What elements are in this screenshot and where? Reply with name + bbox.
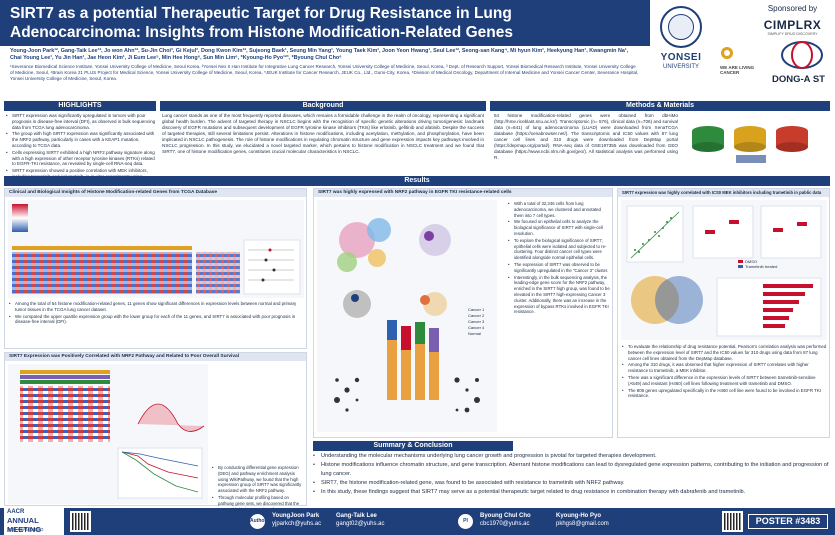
living-cancer-text: WE ARE LIVING CANCER [720, 65, 755, 75]
panel1-bullet: We compared the upper quartile expressio… [9, 314, 304, 326]
legend-swatch [738, 260, 743, 263]
cluster-label: Normal [468, 331, 481, 336]
methods-illustration [692, 126, 808, 163]
living-cancer-logo: WE ARE LIVING CANCER [720, 46, 760, 75]
author-email[interactable]: gangt02@yuhs.ac [336, 521, 385, 527]
sponsor-tagline: SIMPLIFY DRUG DISCOVERY [767, 32, 818, 36]
logo-area: YONSEI UNIVERSITY Sponsored by CIMPLRX S… [650, 0, 835, 95]
panel3-bullet: The expression of SIRT7 was observed to … [508, 262, 610, 274]
author-list: Young-Joon Park¹², Gang-Taik Lee¹², Jo w… [10, 48, 629, 61]
panel2-bullet: By conducting differential gene expressi… [212, 465, 304, 494]
panel4-bullet: There was a significant difference in th… [622, 375, 827, 387]
aacr-text: AACR [7, 509, 25, 515]
cluster-label: Cancer 3 [468, 319, 485, 324]
panel-title: SIRT7 expression was highly correlated w… [618, 189, 829, 197]
summary-section: Understanding the molecular mechanisms u… [313, 452, 829, 506]
panel4-bullets: To evaluate the relationship of drug res… [622, 344, 827, 400]
yonsei-seal-icon [660, 6, 702, 48]
summary-item: Histone modifications influence chromati… [313, 461, 829, 479]
pi-contact: Byoung Chul Cho cbc1970@yuhs.ac [480, 512, 531, 528]
author-email[interactable]: yjparkch@yuhs.ac [272, 521, 322, 527]
dong-a-logo-icon [781, 41, 823, 69]
results-panel-singlecell: SIRT7 was highly expressed with NRF2 pat… [313, 188, 613, 438]
poster-header: SIRT7 as a potential Therapeutic Target … [0, 0, 835, 95]
annual-meeting-text: ANNUAL MEETING [7, 516, 42, 534]
summary-item: In this study, these findings suggest th… [313, 488, 829, 497]
legend-trametinib: Trametinib treated [745, 264, 778, 269]
legend-swatch [738, 265, 743, 268]
results-panel-nrf2: SIRT7 Expression was Positively Correlat… [4, 352, 307, 535]
methods-text: 54 histone modification-related genes we… [494, 113, 678, 160]
singlecell-figure [317, 200, 497, 432]
summary-list: Understanding the molecular mechanisms u… [313, 452, 829, 497]
pi-name: Kyoung-Ho Pyo [556, 513, 601, 519]
panel1-bullet: Among the total of 54 histone modificati… [9, 301, 304, 313]
panel4-bullet: To evaluate the relationship of drug res… [622, 344, 827, 361]
title-band: SIRT7 as a potential Therapeutic Target … [0, 0, 650, 46]
university-subname: UNIVERSITY [662, 64, 699, 70]
panel3-bullet: With a total of 32,346 cells from lung a… [508, 201, 610, 218]
tcga-heatmap-figure [8, 200, 304, 298]
panel3-bullets: With a total of 32,346 cells from lung a… [508, 201, 610, 316]
drug-correlation-figure [621, 200, 827, 340]
pi-tag: PI [458, 514, 473, 529]
pi-contact: Kyoung-Ho Pyo pkhgs8@gmail.com [556, 512, 609, 528]
background-text: Lung cancer stands as one of the most fr… [162, 113, 484, 154]
summary-item: SIRT7, the histone modification-related … [313, 479, 829, 488]
highlight-item: SIRT7 expression was significantly upreg… [6, 113, 156, 130]
results-heading: Results [4, 176, 830, 186]
ribbon-icon [721, 47, 733, 59]
highlight-item: The group with high SIRT7 expression was… [6, 131, 156, 148]
methods-heading: Methods & Materials [490, 101, 830, 111]
qr-code-icon[interactable] [70, 511, 91, 532]
sponsored-by-label: Sponsored by [767, 4, 818, 13]
summary-heading: Summary & Conclusion [313, 441, 513, 451]
aacr-logo: AACR ANNUAL MEETING 2024 • SAN DIEGO [4, 508, 64, 535]
qr-code-icon[interactable] [722, 511, 743, 532]
university-name: YONSEI [660, 52, 702, 63]
highlight-item: Cells expressing SIRT7 exhibited a high … [6, 150, 156, 167]
panel-title: Clinical and Biological Insights of Hist… [5, 189, 306, 197]
summary-item: Understanding the molecular mechanisms u… [313, 452, 829, 461]
poster-number: POSTER #3483 [748, 514, 828, 529]
results-panel-drug: SIRT7 expression was highly correlated w… [617, 188, 830, 438]
author-tag: Author [250, 514, 266, 529]
pi-email[interactable]: cbc1970@yuhs.ac [480, 521, 530, 527]
author-name: Gang-Taik Lee [336, 513, 377, 519]
affiliations: ¹Severance Biomedical Science Institute,… [10, 64, 639, 81]
cluster-label: Cancer 2 [468, 313, 485, 318]
author-contact: Gang-Taik Lee gangt02@yuhs.ac [336, 512, 384, 528]
panel-title: SIRT7 was highly expressed with NRF2 pat… [314, 189, 612, 197]
panel4-bullet: Among the 310 drugs, it was observed tha… [622, 362, 827, 374]
dong-a-name: DONG-A ST [772, 74, 825, 85]
results-panel-tcga: Clinical and Biological Insights of Hist… [4, 188, 307, 349]
nrf2-heatmap-figure [8, 364, 208, 504]
author-contact: YoungJoon Park yjparkch@yuhs.ac [272, 512, 321, 528]
highlights-heading: HIGHLIGHTS [4, 101, 156, 111]
panel3-bullet: To explore the biological significance o… [508, 238, 610, 261]
poster-footer: AACR ANNUAL MEETING 2024 • SAN DIEGO Aut… [0, 508, 835, 535]
cluster-label: Cancer 1 [468, 307, 485, 312]
poster-title: SIRT7 as a potential Therapeutic Target … [10, 5, 513, 41]
panel-title: SIRT7 Expression was Positively Correlat… [5, 353, 306, 361]
author-name: YoungJoon Park [272, 513, 320, 519]
sponsor-logo: CIMPLRX [763, 18, 822, 32]
panel1-bullets: Among the total of 54 histone modificati… [9, 301, 304, 326]
cluster-label: Cancer 4 [468, 325, 485, 330]
background-heading: Background [160, 101, 486, 111]
meeting-location: 2024 • SAN DIEGO [7, 527, 44, 532]
panel3-bullet: We focused on epithelial cells to analyz… [508, 219, 610, 236]
panel4-bullet: The 808 genes upregulated specifically i… [622, 388, 827, 400]
cluster-legend: Cancer 1 Cancer 2 Cancer 3 Cancer 4 Norm… [468, 307, 508, 337]
panel3-bullet: Interestingly, in the bulk sequencing an… [508, 275, 610, 316]
drug-legend: DMSO Trametinib treated [738, 259, 777, 269]
pi-name: Byoung Chul Cho [480, 513, 531, 519]
legend-dmso: DMSO [745, 259, 757, 264]
pi-email[interactable]: pkhgs8@gmail.com [556, 521, 609, 527]
